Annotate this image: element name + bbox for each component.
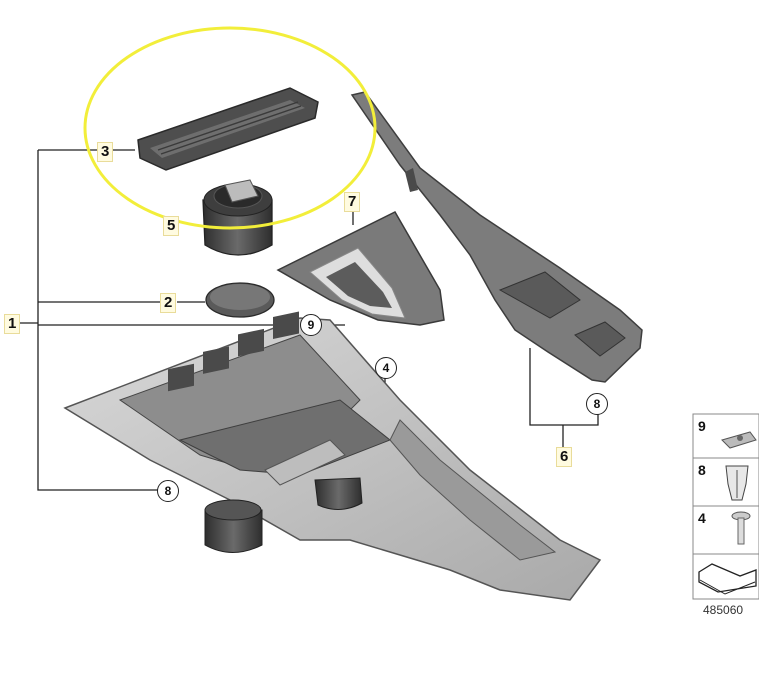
diagram-code: 485060 xyxy=(703,603,744,617)
callout-4: 4 xyxy=(375,357,397,379)
clip-nut-icon xyxy=(721,431,757,449)
center-console xyxy=(63,311,602,601)
leader-lines xyxy=(20,149,599,491)
legend-number-9: 9 xyxy=(698,418,706,434)
trim-strip xyxy=(350,91,643,383)
callout-2: 2 xyxy=(160,293,177,313)
screw-icon xyxy=(731,511,751,545)
view-arrow-icon xyxy=(698,563,757,595)
callout-9: 9 xyxy=(300,314,322,336)
expanding-clip-icon xyxy=(725,465,749,501)
callout-5: 5 xyxy=(163,216,180,236)
tray-insert xyxy=(137,87,319,171)
callout-6: 6 xyxy=(556,447,573,467)
cup-holder-wells xyxy=(204,477,363,553)
callout-3: 3 xyxy=(97,142,114,162)
callout-7: 7 xyxy=(344,192,361,212)
callout-1: 1 xyxy=(4,314,21,334)
legend-number-4: 4 xyxy=(698,510,706,526)
highlight-ellipse xyxy=(83,26,377,230)
shifter-panel xyxy=(276,211,445,326)
cup-insert xyxy=(202,179,273,256)
callout-8-trim: 8 xyxy=(586,393,608,415)
rubber-mat xyxy=(205,282,275,318)
legend-number-8: 8 xyxy=(698,462,706,478)
callout-8-console: 8 xyxy=(157,480,179,502)
